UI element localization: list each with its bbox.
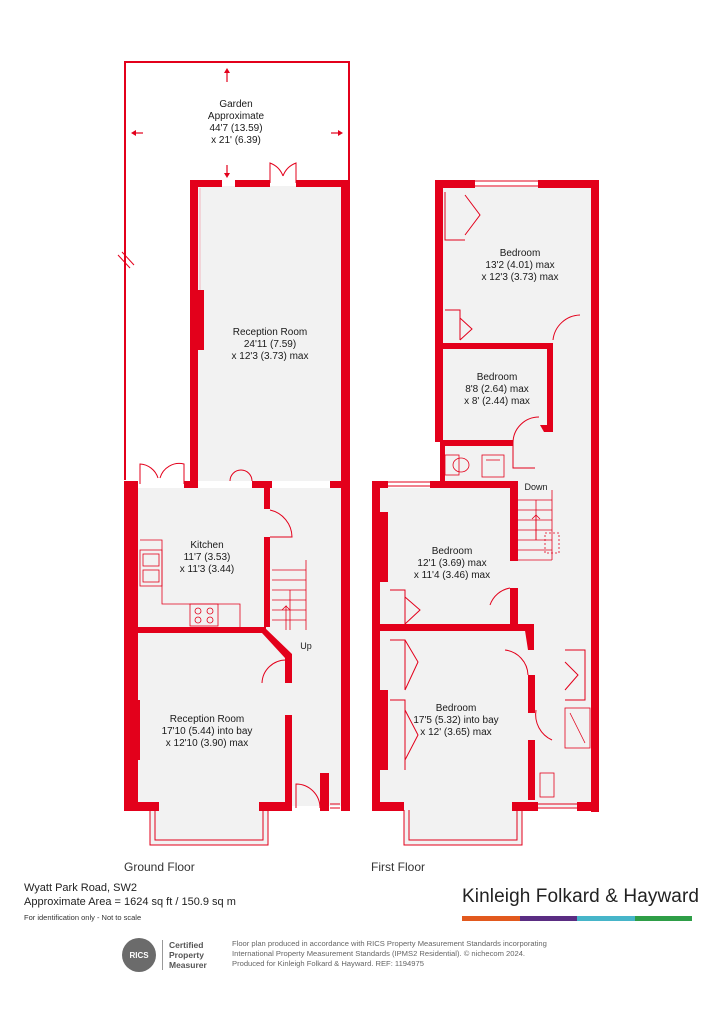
floorplan-drawing: Garden Approximate 44'7 (13.59) x 21' (6… xyxy=(117,61,599,846)
rics-badge-icon: RICS xyxy=(122,938,156,972)
kitchen-dim2: x 11'3 (3.44) xyxy=(180,564,235,575)
footnote-line-1: Floor plan produced in accordance with R… xyxy=(232,939,547,948)
bedroom-small-dim1: 8'8 (2.64) max xyxy=(465,384,529,395)
ground-floor-title: Ground Floor xyxy=(124,860,195,874)
property-address: Wyatt Park Road, SW2 xyxy=(24,882,137,894)
kitchen-fixtures xyxy=(139,539,241,627)
rics-line-2: Property xyxy=(169,950,204,960)
reception-front-dim2: x 12'10 (3.90) max xyxy=(166,738,249,749)
bedroom-small-name: Bedroom xyxy=(477,372,518,383)
brand-bar-orange xyxy=(462,916,520,921)
first-stairs xyxy=(518,490,560,561)
brand-bar-green xyxy=(634,916,692,921)
reception-rear-dim2: x 12'3 (3.73) max xyxy=(232,351,309,362)
agent-logo-bars xyxy=(462,916,692,921)
reception-front-name: Reception Room xyxy=(170,714,244,725)
bedroom-mid-dim1: 12'1 (3.69) max xyxy=(417,558,486,569)
bedroom-front-dim2: x 12' (3.65) max xyxy=(420,727,491,738)
ground-bay-floor xyxy=(150,805,268,845)
first-floor-plan: Bedroom 13'2 (4.01) max x 12'3 (3.73) ma… xyxy=(372,180,599,846)
footnote-line-3: Produced for Kinleigh Folkard & Hayward.… xyxy=(232,959,424,968)
first-lower-left-floor xyxy=(379,488,449,808)
kitchen-dim1: 11'7 (3.53) xyxy=(184,552,231,563)
reception-rear-dim1: 24'11 (7.59) xyxy=(244,339,296,350)
measurement-footnote: Floor plan produced in accordance with R… xyxy=(232,939,547,969)
bedroom-small-dim2: x 8' (2.44) max xyxy=(464,396,530,407)
footnote-line-2: International Property Measurement Stand… xyxy=(232,949,526,958)
first-floor-title: First Floor xyxy=(371,860,425,874)
ground-floor-plan: Garden Approximate 44'7 (13.59) x 21' (6… xyxy=(117,61,350,846)
garden-approx: Approximate xyxy=(208,111,265,122)
reception-rear-floor xyxy=(197,186,346,481)
bedroom-rear-name: Bedroom xyxy=(500,248,541,259)
first-bay-floor xyxy=(404,805,522,845)
ground-doors xyxy=(139,162,321,809)
first-doors xyxy=(390,192,586,770)
rics-certification: RICS Certified Property Measurer xyxy=(122,937,222,973)
garden-dim2: x 21' (6.39) xyxy=(211,135,261,146)
bedroom-rear-dim1: 13'2 (4.01) max xyxy=(485,260,554,271)
scale-disclaimer: For identification only - Not to scale xyxy=(24,913,142,922)
rics-line-3: Measurer xyxy=(169,960,207,970)
bedroom-rear-dim2: x 12'3 (3.73) max xyxy=(482,272,559,283)
ground-lower-floor xyxy=(130,488,346,806)
ground-stairs xyxy=(272,560,307,630)
bathroom-fixtures xyxy=(444,454,591,798)
stairs-down-label: Down xyxy=(524,482,547,492)
rics-text: Certified Property Measurer xyxy=(169,940,207,970)
brand-bar-teal xyxy=(577,916,635,921)
garden-dim1: 44'7 (13.59) xyxy=(209,123,262,134)
property-area: Approximate Area = 1624 sq ft / 150.9 sq… xyxy=(24,896,236,908)
reception-rear-name: Reception Room xyxy=(233,327,307,338)
reception-front-dim1: 17'10 (5.44) into bay xyxy=(162,726,253,737)
stairs-up-label: Up xyxy=(300,641,312,651)
brand-bar-purple xyxy=(519,916,577,921)
bedroom-front-name: Bedroom xyxy=(436,703,477,714)
rics-divider xyxy=(162,940,163,970)
ground-floor-walls xyxy=(124,180,350,811)
garden-name: Garden xyxy=(219,99,252,110)
bedroom-front-dim1: 17'5 (5.32) into bay xyxy=(413,715,498,726)
rics-line-1: Certified xyxy=(169,940,204,950)
bedroom-mid-dim2: x 11'4 (3.46) max xyxy=(414,570,490,581)
first-floor-walls xyxy=(372,180,599,812)
kitchen-name: Kitchen xyxy=(190,540,223,551)
agent-logo-text: Kinleigh Folkard & Hayward xyxy=(462,886,700,907)
garden-area xyxy=(117,61,350,480)
ground-bay-window xyxy=(149,188,340,846)
first-windows xyxy=(388,180,577,846)
property-info: Wyatt Park Road, SW2 Approximate Area = … xyxy=(24,881,236,909)
bedroom-mid-name: Bedroom xyxy=(432,546,473,557)
